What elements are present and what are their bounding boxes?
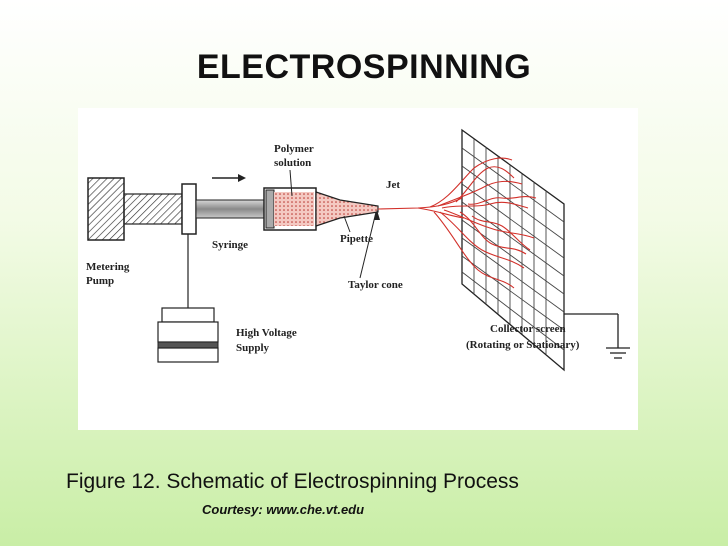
figure-caption: Figure 12. Schematic of Electrospinning …	[66, 470, 519, 493]
polymer-pointer	[289, 169, 293, 197]
flow-arrow-icon	[212, 174, 246, 182]
polymer-label-2: solution	[274, 157, 311, 169]
syringe-barrel	[263, 187, 317, 231]
plunger-rod	[123, 183, 267, 235]
electrospinning-diagram: Metering Pump Polymer solution Syringe	[78, 108, 638, 430]
polymer-jet	[377, 157, 537, 289]
collector-screen	[461, 128, 565, 372]
taylor-cone-pointer	[359, 211, 377, 279]
collector-label-2: (Rotating or Stationary)	[466, 339, 580, 351]
ground-icon	[564, 313, 630, 359]
metering-label-2: Pump	[86, 275, 114, 287]
jet-label: Jet	[386, 179, 400, 191]
pipette-pointer	[343, 215, 351, 233]
metering-label-1: Metering	[86, 261, 130, 273]
pipette-label: Pipette	[340, 233, 373, 245]
diagram-svg: Metering Pump Polymer solution Syringe	[86, 128, 630, 372]
courtesy-note: Courtesy: www.che.vt.edu	[202, 502, 365, 517]
syringe-label: Syringe	[212, 239, 248, 251]
taylor-cone-arrow-icon	[374, 210, 380, 220]
hv-wiring	[157, 234, 219, 363]
polymer-label-1: Polymer	[274, 143, 314, 155]
taylor-cone-label: Taylor cone	[348, 279, 403, 291]
slide-title: ELECTROSPINNING	[196, 48, 532, 86]
collector-label-1: Collector screen	[490, 323, 566, 335]
hv-label-2: Supply	[236, 342, 270, 354]
hv-label-1: High Voltage	[236, 327, 297, 339]
pipette	[315, 191, 379, 227]
metering-pump	[87, 177, 125, 241]
